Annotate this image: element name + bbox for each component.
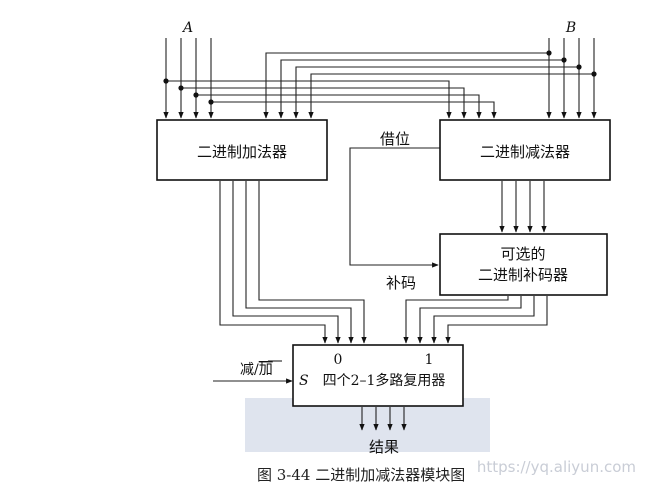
result-label: 结果 bbox=[369, 438, 399, 456]
mux-input1-label: 1 bbox=[425, 352, 434, 368]
mux-input0-label: 0 bbox=[334, 352, 343, 368]
borrow-label: 借位 bbox=[380, 130, 410, 148]
figure-caption: 图 3-44 二进制加减法器模块图 bbox=[257, 466, 465, 484]
mux-box bbox=[292, 344, 464, 407]
adder-box bbox=[156, 119, 328, 181]
complementer-label-line1: 可选的 bbox=[500, 245, 545, 263]
watermark-text: https://yq.aliyun.com bbox=[477, 458, 636, 476]
subtractor-label: 二进制减法器 bbox=[480, 143, 570, 161]
mux-select-label: S bbox=[299, 373, 309, 389]
complement-label: 补码 bbox=[386, 274, 416, 292]
input-b-label: B bbox=[565, 20, 576, 36]
bus-a bbox=[163, 38, 214, 119]
control-label: 减/加 bbox=[240, 362, 273, 378]
complementer-box bbox=[439, 233, 608, 296]
adder-to-mux bbox=[219, 181, 367, 344]
subtractor-box bbox=[439, 119, 611, 181]
mux-title: 四个2–1多路复用器 bbox=[323, 372, 446, 389]
borrow-line bbox=[349, 147, 440, 268]
adder-label: 二进制加法器 bbox=[197, 143, 287, 161]
watermark-band bbox=[245, 398, 490, 452]
bus-b-to-adder bbox=[263, 50, 597, 119]
complementer-label-line2: 二进制补码器 bbox=[478, 266, 568, 284]
input-a-label: A bbox=[181, 20, 193, 36]
result-lines bbox=[359, 407, 407, 431]
complementer-to-mux bbox=[403, 296, 548, 344]
subtractor-to-complementer bbox=[499, 181, 547, 233]
bus-b bbox=[546, 38, 597, 119]
bus-a-to-subtractor bbox=[163, 78, 497, 119]
